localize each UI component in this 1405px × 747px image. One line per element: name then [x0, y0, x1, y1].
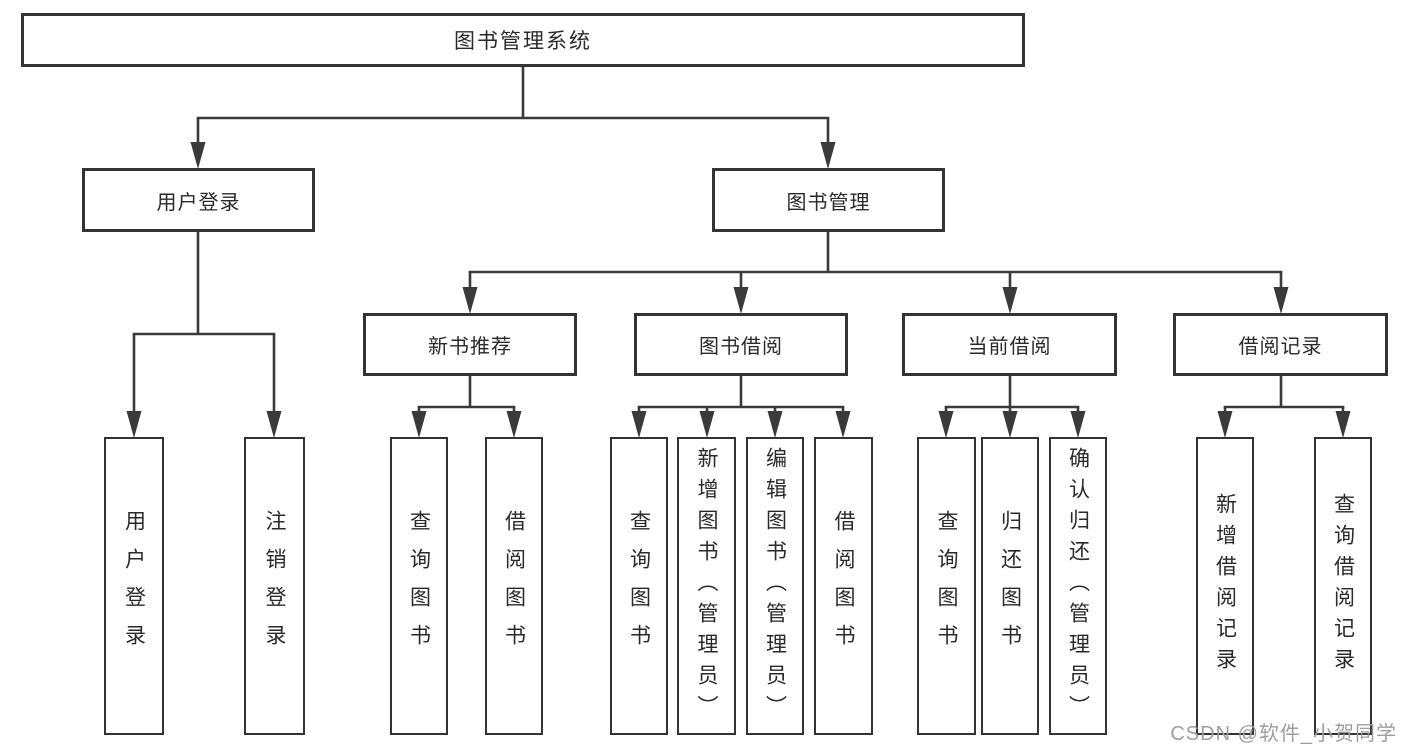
node-label: 图书管理系统 — [454, 30, 592, 53]
node-label: 新增借阅记录 — [1213, 493, 1237, 679]
node-label: 用户登录 — [156, 191, 241, 214]
node-book-management: 图书管理 — [712, 168, 945, 232]
node-label: 查询图书 — [627, 510, 651, 662]
node-label: 归还图书 — [998, 510, 1022, 662]
node-label: 当前借阅 — [967, 336, 1052, 358]
leaf-edit-book-admin: 编辑图书（管理员） — [746, 437, 804, 735]
node-label: 新书推荐 — [428, 336, 512, 358]
csdn-watermark: CSDN @软件_小贺同学 — [1170, 723, 1397, 745]
node-label: 借阅记录 — [1238, 336, 1323, 358]
node-label: 编辑图书（管理员） — [763, 446, 787, 726]
leaf-query-book-recommend: 查询图书 — [390, 437, 448, 735]
node-label: 用户登录 — [122, 510, 146, 662]
leaf-query-borrow-record: 查询借阅记录 — [1314, 437, 1372, 735]
node-label: 查询图书 — [407, 510, 431, 662]
leaf-confirm-return-admin: 确认归还（管理员） — [1049, 437, 1107, 735]
leaf-borrow-book: 借阅图书 — [814, 437, 873, 735]
node-label: 查询图书 — [935, 510, 958, 662]
node-new-book-recommend: 新书推荐 — [363, 313, 577, 376]
node-book-borrowing: 图书借阅 — [634, 313, 848, 376]
leaf-add-book-admin: 新增图书（管理员） — [677, 437, 736, 735]
node-label: 注销登录 — [263, 510, 286, 662]
node-label: 确认归还（管理员） — [1066, 446, 1090, 726]
leaf-borrow-book-recommend: 借阅图书 — [485, 437, 543, 735]
node-label: 新增图书（管理员） — [695, 446, 718, 726]
node-borrowing-records: 借阅记录 — [1173, 313, 1388, 376]
node-user-login: 用户登录 — [82, 168, 315, 232]
node-label: 借阅图书 — [832, 510, 855, 662]
node-current-borrowing: 当前借阅 — [902, 313, 1117, 376]
leaf-query-book-current: 查询图书 — [917, 437, 976, 735]
leaf-query-book-borrowing: 查询图书 — [610, 437, 668, 735]
leaf-add-borrow-record: 新增借阅记录 — [1196, 437, 1254, 735]
node-library-management-system: 图书管理系统 — [21, 13, 1025, 67]
leaf-user-login: 用户登录 — [104, 437, 164, 735]
node-label: 借阅图书 — [502, 510, 526, 662]
leaf-return-book: 归还图书 — [981, 437, 1039, 735]
node-label: 图书借阅 — [699, 336, 783, 358]
node-label: 查询借阅记录 — [1331, 493, 1355, 679]
node-label: 图书管理 — [786, 191, 871, 214]
leaf-logout: 注销登录 — [244, 437, 305, 735]
